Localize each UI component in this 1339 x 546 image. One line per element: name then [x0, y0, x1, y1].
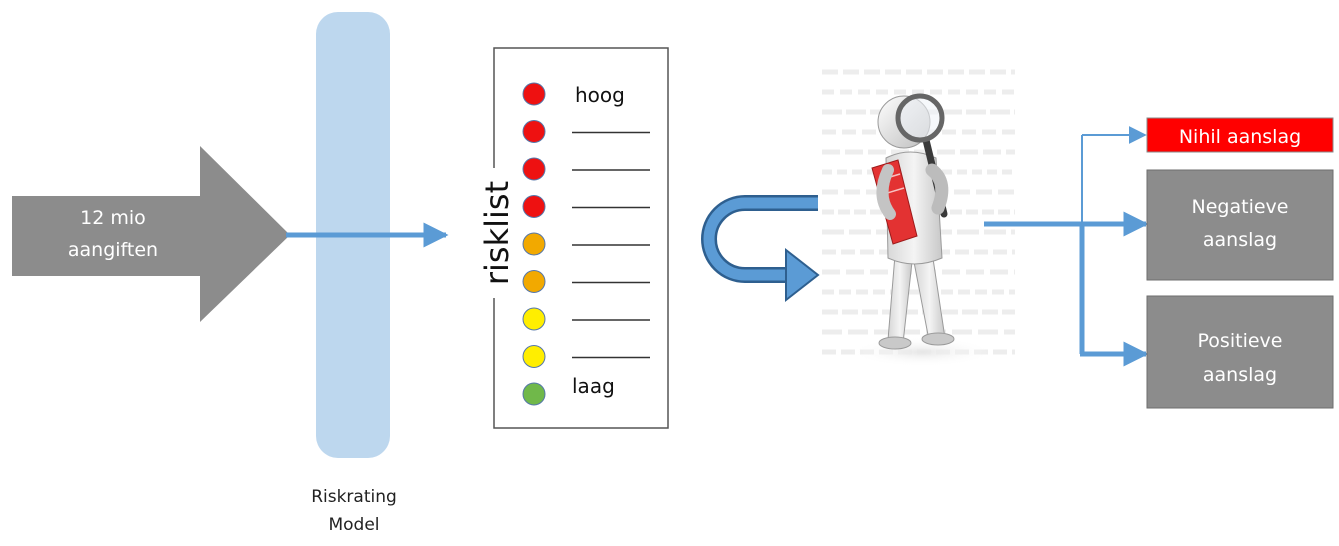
input-label-line1: 12 mio [80, 207, 146, 229]
risk-dot [522, 382, 546, 406]
risk-dot [522, 195, 546, 218]
inspector-with-magnifier-icon [822, 69, 1015, 367]
risklist-document [493, 47, 669, 429]
risk-dot [522, 307, 546, 331]
risk-label-high: hoog [575, 83, 625, 107]
u-turn-arrowhead [785, 247, 820, 303]
risk-dots [522, 82, 546, 406]
risk-dot [522, 120, 546, 143]
outcome-positief-box [1146, 295, 1334, 409]
outcome-negatief-line2: aanslag [1203, 229, 1277, 251]
risklist-title-gap [480, 168, 510, 298]
model-label-line1: Riskrating [311, 487, 397, 507]
outcome-negatief-box [1146, 169, 1334, 281]
risk-dot [522, 270, 546, 293]
outcome-positief-line1: Positieve [1198, 330, 1283, 352]
risk-dot [522, 232, 546, 256]
input-arrow [12, 146, 290, 322]
risk-dot [522, 157, 546, 181]
outcome-negatief-line1: Negatieve [1192, 196, 1289, 218]
risk-dot [522, 345, 546, 368]
input-label-line2: aangiften [68, 239, 158, 261]
outcome-nihil-box [1146, 117, 1334, 153]
outcome-positief-line2: aanslag [1203, 364, 1277, 386]
risklist-title: risklist [478, 181, 516, 285]
u-turn-arrow-inner [703, 197, 818, 281]
risk-dot [522, 82, 546, 106]
model-label-line2: Model [328, 515, 379, 535]
risk-lines [572, 131, 650, 359]
risk-label-low: laag [572, 374, 615, 398]
outcome-nihil-label: Nihil aanslag [1179, 126, 1301, 148]
